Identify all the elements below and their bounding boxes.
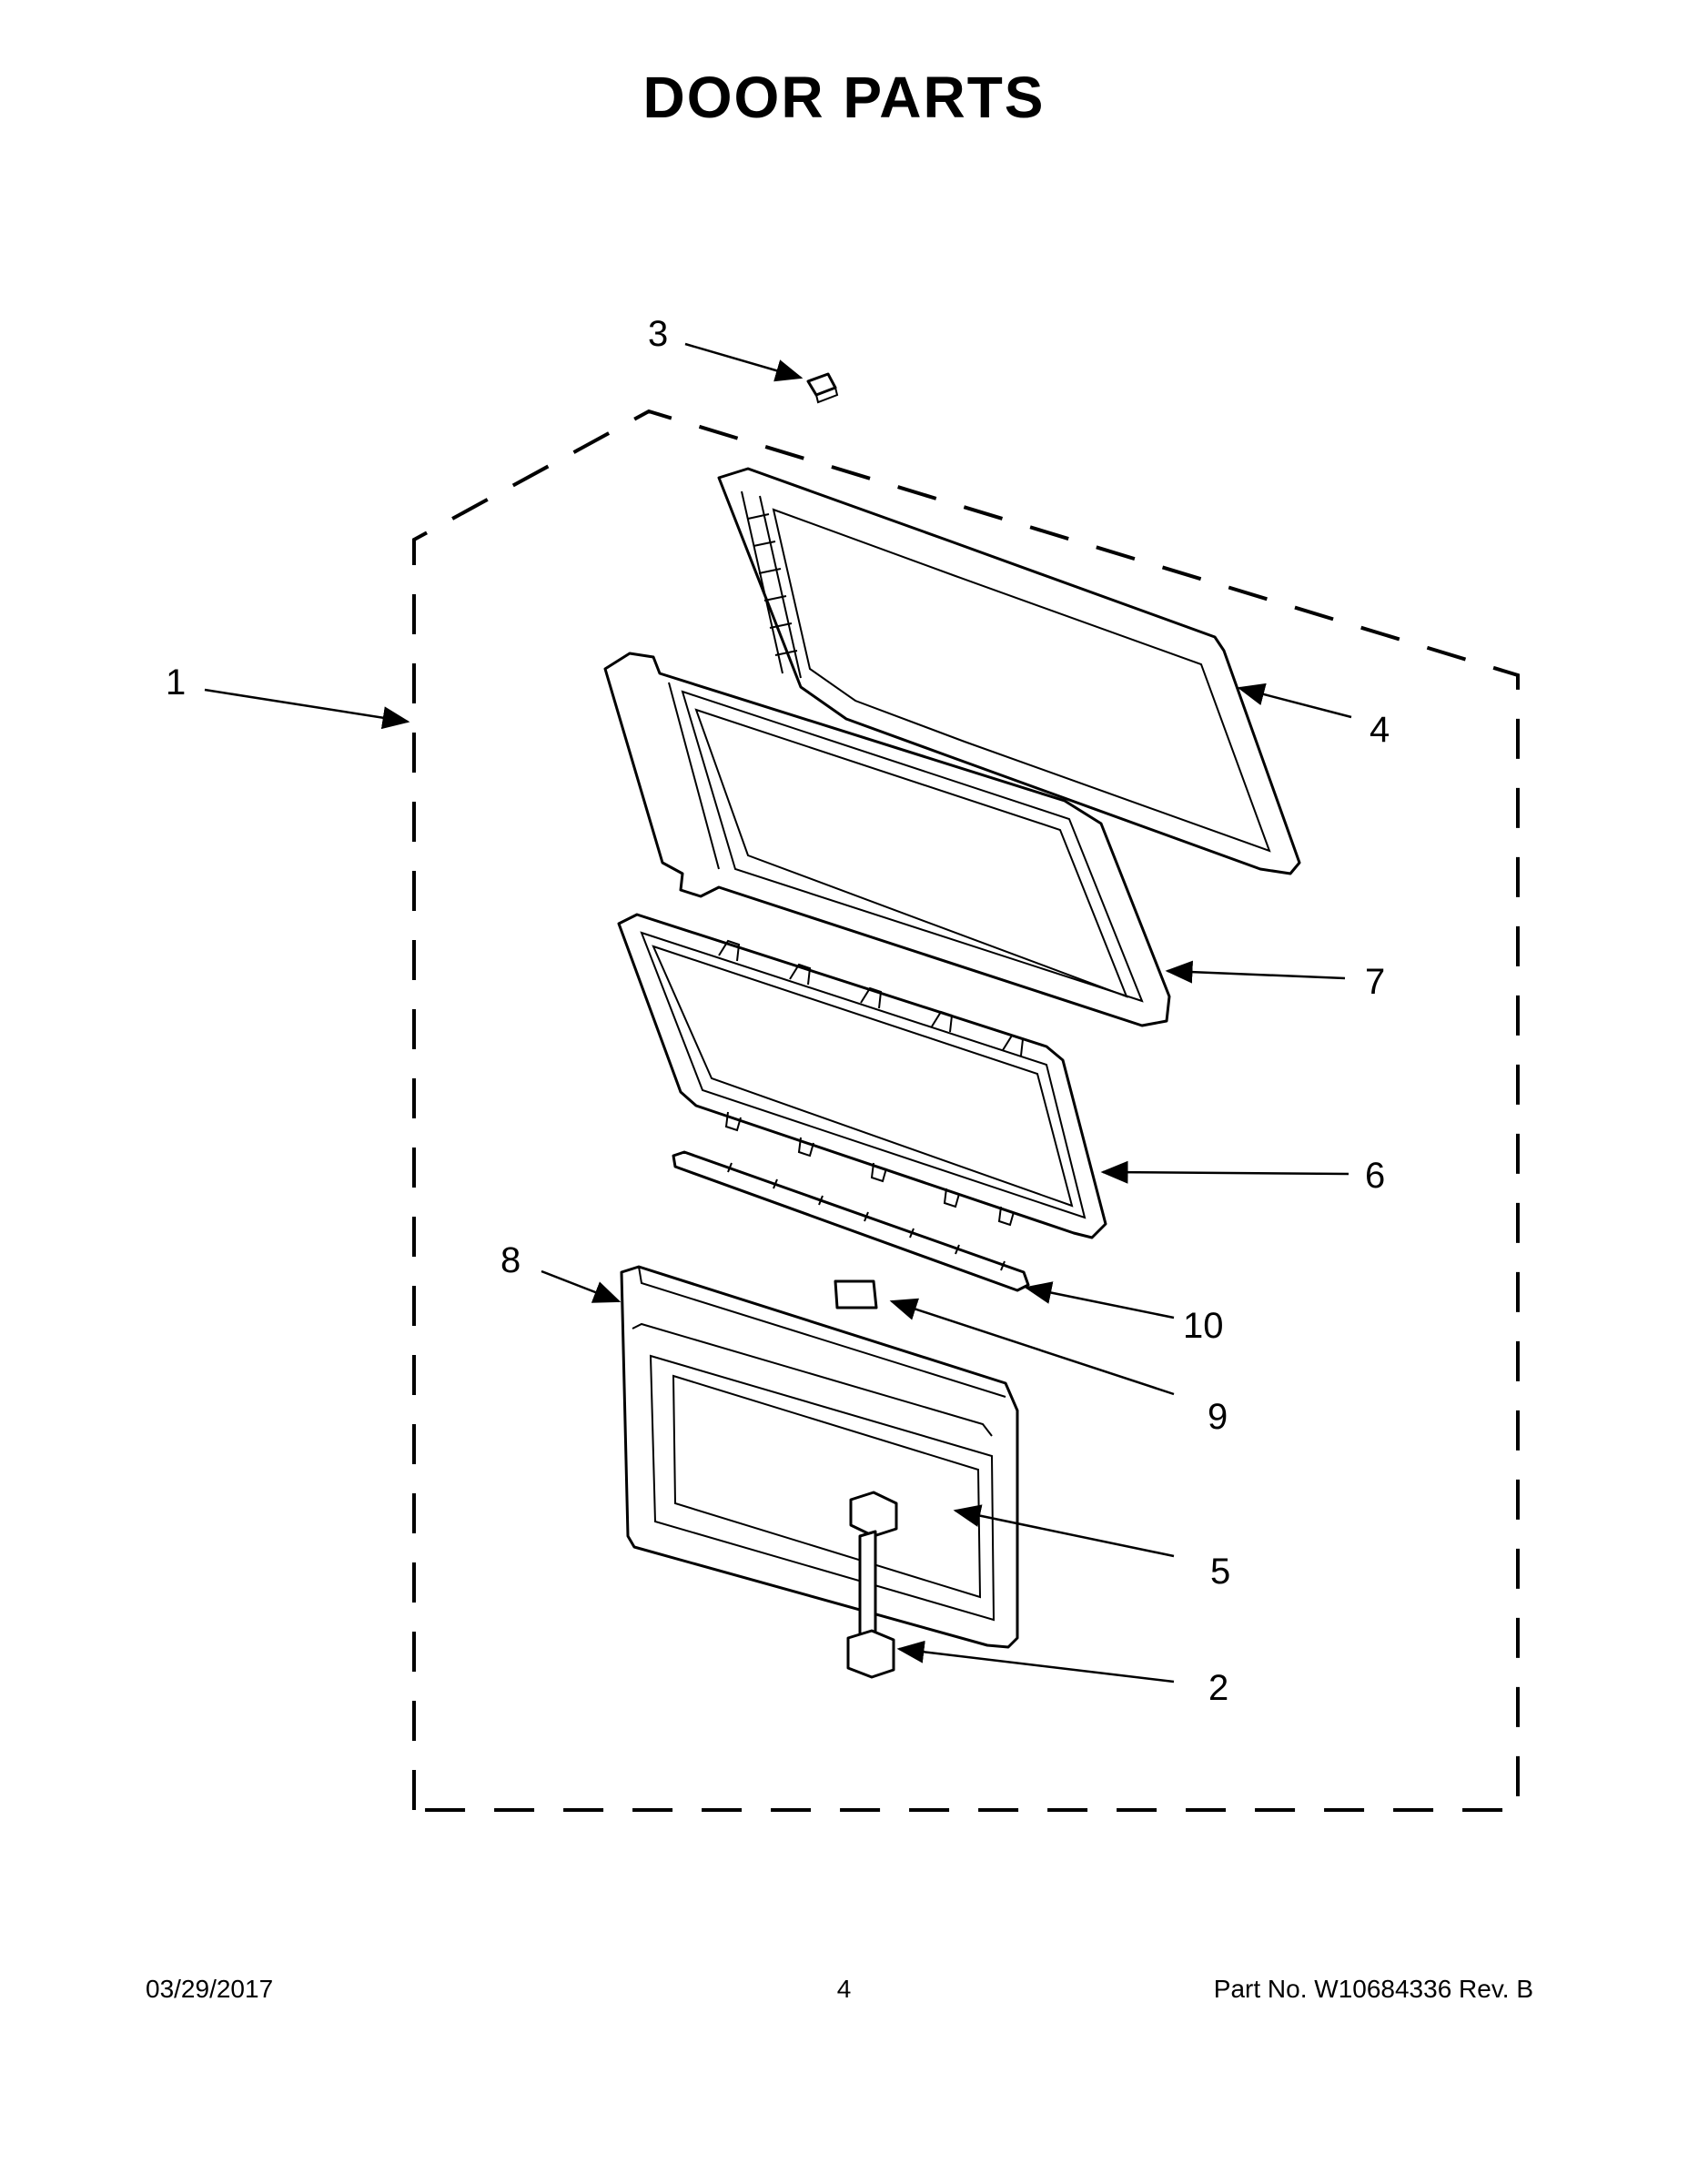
rear-frame-part-4 — [717, 467, 1301, 875]
callout-5: 5 — [1210, 1552, 1230, 1592]
callout-7: 7 — [1365, 962, 1385, 1002]
window-panel-part-5 — [649, 1354, 996, 1622]
callout-1: 1 — [166, 662, 186, 703]
leader-line-9 — [889, 1298, 1175, 1396]
leader-line-2 — [896, 1640, 1175, 1684]
assembly-boundary — [412, 409, 1520, 1812]
choke-frame-part-6 — [617, 913, 1107, 1239]
callout-9: 9 — [1208, 1397, 1228, 1437]
callout-6: 6 — [1365, 1156, 1385, 1196]
footer-part-number: Part No. W10684336 Rev. B — [1213, 1975, 1533, 2003]
callout-3: 3 — [648, 314, 668, 354]
leader-line-7 — [1165, 960, 1346, 984]
page-title: DOOR PARTS — [642, 65, 1046, 130]
label-part-9 — [834, 1279, 878, 1309]
callout-8: 8 — [500, 1240, 521, 1280]
leader-line-6 — [1100, 1160, 1349, 1184]
callout-4: 4 — [1370, 710, 1390, 750]
leader-line-1 — [204, 688, 410, 730]
leader-line-4 — [1237, 682, 1352, 719]
outer-panel-part-8 — [620, 1265, 1019, 1649]
inner-panel-part-7 — [603, 652, 1171, 1027]
footer-date: 03/29/2017 — [146, 1975, 274, 2003]
footer-page-number: 4 — [836, 1975, 852, 2003]
leader-line-3 — [684, 342, 804, 382]
handle-part-2 — [846, 1491, 898, 1679]
leader-line-8 — [541, 1269, 622, 1303]
callout-2: 2 — [1208, 1668, 1228, 1708]
leader-line-5 — [953, 1504, 1175, 1558]
clip-part-3 — [806, 372, 839, 404]
callout-10: 10 — [1183, 1306, 1224, 1346]
leader-line-10 — [1024, 1281, 1175, 1320]
